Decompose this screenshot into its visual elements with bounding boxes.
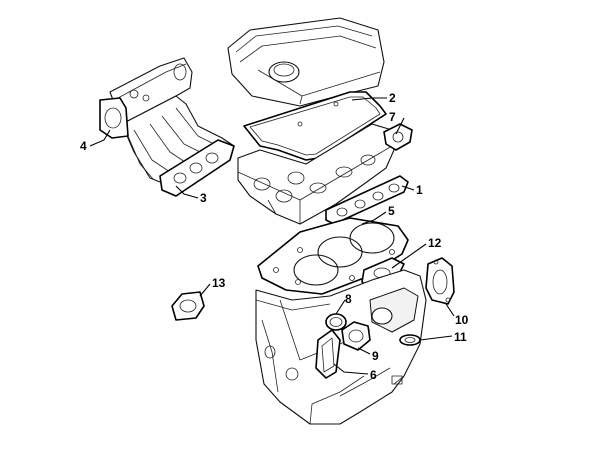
head-gasket	[257, 217, 409, 295]
water-inlet-gasket	[341, 321, 371, 351]
leader-5	[361, 211, 387, 225]
callout-5: 5	[388, 204, 395, 218]
callout-9: 9	[372, 349, 379, 363]
callout-7: 7	[389, 110, 396, 124]
callout-10: 10	[455, 313, 469, 327]
throttle-body-gasket	[99, 97, 129, 139]
exhaust-manifold-gasket	[325, 175, 409, 225]
engine-block	[255, 269, 427, 425]
intake-manifold-gasket	[159, 139, 235, 197]
o-ring	[325, 313, 347, 331]
callout-8: 8	[345, 292, 352, 306]
callout-6: 6	[370, 368, 377, 382]
oil-pump-gasket	[315, 329, 341, 379]
leader-3	[175, 185, 199, 199]
small-gasket	[399, 334, 421, 346]
leader-8	[335, 299, 346, 315]
leader-4	[89, 129, 111, 147]
callout-3: 3	[200, 191, 207, 205]
callout-2: 2	[389, 91, 396, 105]
leader-6	[333, 363, 369, 375]
callout-11: 11	[454, 330, 467, 344]
leader-13	[199, 283, 211, 297]
callout-4: 4	[80, 139, 87, 153]
callout-1: 1	[416, 183, 423, 197]
leader-2	[351, 97, 387, 101]
leader-1	[401, 185, 415, 191]
leader-12	[391, 243, 427, 269]
thermostat-gasket	[383, 123, 413, 151]
valve-cover	[227, 17, 385, 107]
oil-filter-adapter-gasket	[425, 257, 455, 305]
leader-10	[445, 303, 455, 317]
leader-lines	[89, 97, 455, 375]
callout-13: 13	[212, 276, 226, 290]
leader-9	[357, 347, 371, 355]
callout-labels: 2 7 4 3 1 5 12 13 8 10 11 9 6	[80, 91, 469, 382]
cylinder-head	[237, 123, 395, 225]
callout-12: 12	[428, 236, 442, 250]
thermostat-cover-gasket	[171, 291, 205, 321]
leader-11	[419, 335, 453, 341]
leader-7	[395, 117, 405, 135]
